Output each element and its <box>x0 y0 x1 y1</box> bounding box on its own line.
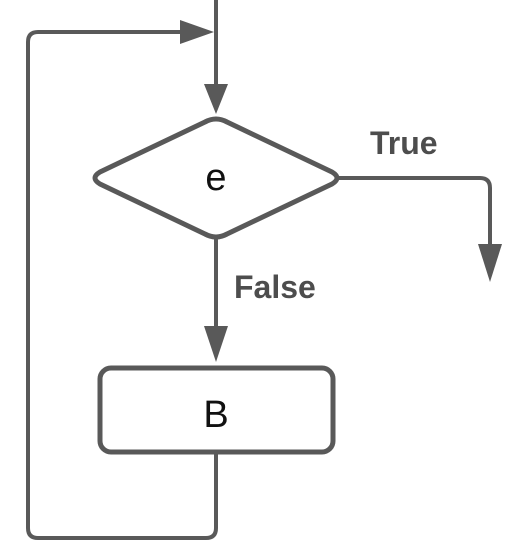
decision-label: e <box>205 157 226 199</box>
true-edge <box>336 176 492 250</box>
false-edge-label: False <box>234 269 316 305</box>
process-label: B <box>203 394 228 436</box>
false-arrowhead <box>204 326 228 362</box>
decision-node <box>92 116 340 240</box>
loop-back-edge <box>26 30 218 540</box>
loop-back-arrowhead <box>180 20 214 44</box>
entry-arrowhead <box>204 84 228 114</box>
process-node <box>97 365 336 455</box>
true-edge-label: True <box>370 125 438 161</box>
true-arrowhead <box>478 244 502 282</box>
